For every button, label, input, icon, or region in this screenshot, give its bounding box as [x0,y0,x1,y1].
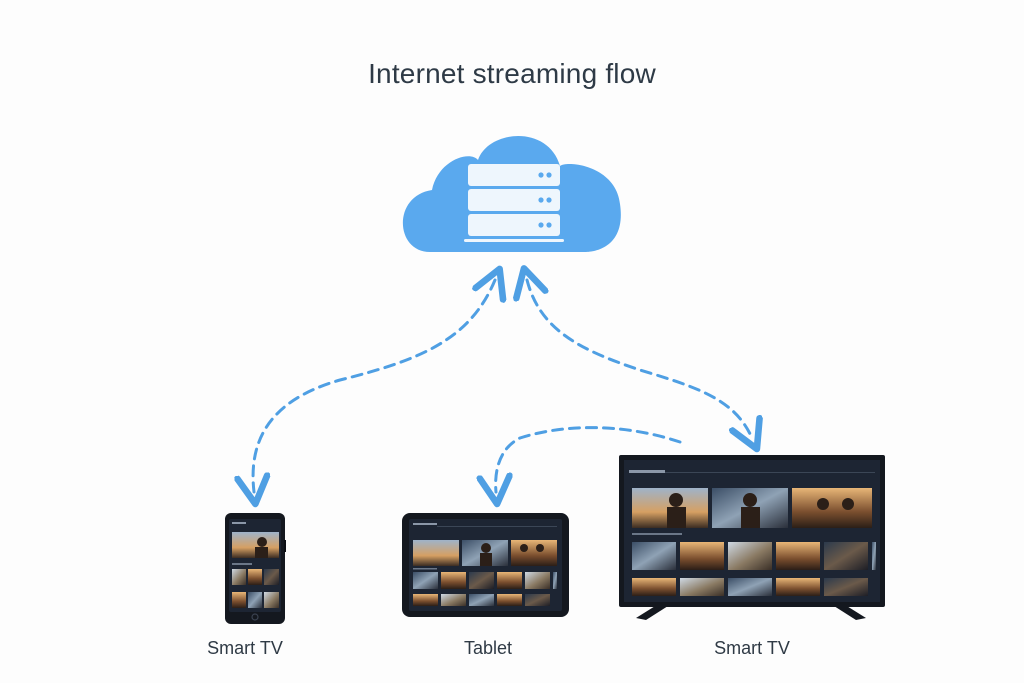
diagram-title: Internet streaming flow [368,58,656,89]
server-icon [464,164,564,242]
phone-device [225,513,286,624]
tablet-label: Tablet [463,638,513,658]
arrow-tv-tablet [496,426,682,492]
tablet-device [402,513,569,617]
tv-device [619,455,885,620]
phone-label: Smart TV [207,638,283,658]
tv-label: Smart TV [714,638,790,658]
arrow-cloud-tv [527,280,752,438]
arrow-cloud-phone [253,280,495,492]
